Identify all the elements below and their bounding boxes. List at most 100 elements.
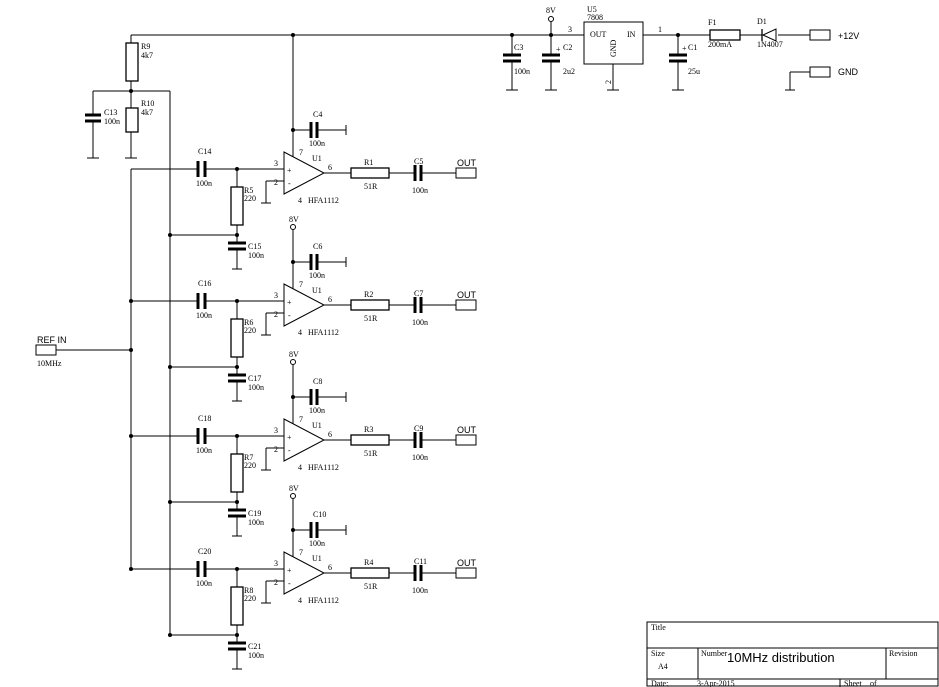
fuse-f1: [709, 29, 741, 41]
c1-plus: +: [682, 44, 687, 53]
cdec-ref: C4: [313, 110, 322, 119]
rb-value: 220: [244, 326, 256, 335]
opamp-part: HFA1112: [308, 463, 339, 472]
cin-value: 100n: [196, 579, 212, 588]
cdec-value: 100n: [309, 271, 325, 280]
cout-value: 100n: [412, 318, 428, 327]
c2-value: 2u2: [563, 67, 575, 76]
opamp-pin2: 2: [274, 578, 278, 587]
out-connector: [455, 167, 477, 179]
output-resistor: [350, 299, 390, 311]
cdec-ref: C6: [313, 242, 322, 251]
diode-d1: [761, 28, 777, 42]
cin-ref: C20: [198, 547, 211, 556]
out-connector: [455, 434, 477, 446]
title-block: Title Size A4 Number 10MHz distribution …: [646, 621, 939, 687]
c1-ref: C1: [688, 43, 697, 52]
rb-ref: R6: [244, 318, 253, 327]
rb-value: 220: [244, 194, 256, 203]
opamp-minus: -: [288, 579, 291, 588]
c3-value: 100n: [514, 67, 530, 76]
opamp-minus: -: [288, 311, 291, 320]
opamp-pin7: 7: [299, 548, 303, 557]
cdec-ref: C10: [313, 510, 326, 519]
out-label: OUT: [457, 290, 477, 300]
cout-ref: C7: [414, 289, 423, 298]
cin-ref: C16: [198, 279, 211, 288]
output-resistor: [350, 167, 390, 179]
ref-input: REF IN 10MHz: [35, 169, 133, 569]
op-amp-hfa1112: [283, 151, 326, 195]
stage-8v-label: 8V: [289, 215, 299, 224]
opamp-plus: +: [287, 298, 292, 307]
opamp-ref: U1: [312, 421, 322, 430]
cb-value: 100n: [248, 251, 264, 260]
cout-value: 100n: [412, 186, 428, 195]
opamp-part: HFA1112: [308, 596, 339, 605]
tb-number-label: Number: [701, 649, 728, 658]
power-supply: C3 100n + C2 2u2 U5 7808 3 1 OUT IN GND …: [503, 5, 859, 91]
opamp-pin4: 4: [298, 196, 302, 205]
ref-in-label: REF IN: [37, 335, 67, 345]
cdec-value: 100n: [309, 139, 325, 148]
connector-12v: [809, 29, 831, 41]
tb-sheet-label: Sheet: [844, 679, 863, 687]
rb-ref: R5: [244, 186, 253, 195]
vin-label: +12V: [838, 31, 859, 41]
output-resistor: [350, 434, 390, 446]
amp-stage: C16100nR6220C17100n+-32764U1HFA11128VC61…: [129, 215, 477, 402]
rout-value: 51R: [364, 582, 378, 591]
opamp-pin6: 6: [328, 295, 332, 304]
cb-ref: C19: [248, 509, 261, 518]
opamp-pin2: 2: [274, 178, 278, 187]
opamp-minus: -: [288, 446, 291, 455]
opamp-pin7: 7: [299, 415, 303, 424]
cout-ref: C11: [414, 557, 427, 566]
opamp-plus: +: [287, 566, 292, 575]
amp-stage: C20100nR8220C21100n+-32764U1HFA11128VC10…: [129, 484, 477, 670]
bias-divider: R9 4k7 R10 4k7 C13 100n: [85, 35, 171, 636]
out-label: OUT: [457, 558, 477, 568]
cout-value: 100n: [412, 586, 428, 595]
cb-value: 100n: [248, 383, 264, 392]
ref-in-freq: 10MHz: [37, 359, 62, 368]
f1-ref: F1: [708, 18, 716, 27]
opamp-pin6: 6: [328, 563, 332, 572]
d1-value: 1N4007: [757, 40, 783, 49]
c13-ref: C13: [104, 108, 117, 117]
opamp-pin6: 6: [328, 430, 332, 439]
cout-value: 100n: [412, 453, 428, 462]
out-connector: [455, 567, 477, 579]
f1-value: 200mA: [708, 40, 732, 49]
amp-stage: C18100nR7220C19100n+-32764U1HFA11128VC81…: [129, 350, 477, 537]
out-label: OUT: [457, 425, 477, 435]
tb-of-label: of: [870, 679, 877, 687]
out-connector: [455, 299, 477, 311]
u5-value: 7808: [587, 13, 603, 22]
tb-revision-label: Revision: [889, 649, 917, 658]
c13-value: 100n: [104, 117, 120, 126]
rout-value: 51R: [364, 182, 378, 191]
opamp-pin6: 6: [328, 163, 332, 172]
cin-ref: C14: [198, 147, 211, 156]
u5-out-label: OUT: [590, 30, 607, 39]
opamp-minus: -: [288, 179, 291, 188]
c2-plus: +: [556, 45, 561, 54]
cout-ref: C9: [414, 424, 423, 433]
tb-size-value: A4: [658, 662, 668, 671]
tb-size-label: Size: [651, 649, 665, 658]
opamp-plus: +: [287, 166, 292, 175]
opamp-pin7: 7: [299, 148, 303, 157]
rb-ref: R7: [244, 453, 253, 462]
rout-ref: R4: [364, 558, 373, 567]
cout-ref: C5: [414, 157, 423, 166]
amplifier-stages: C14100nR5220C15100n+-32764U1HFA1112C4100…: [129, 35, 477, 670]
u5-in-label: IN: [627, 30, 636, 39]
cb-ref: C21: [248, 642, 261, 651]
opamp-part: HFA1112: [308, 328, 339, 337]
cin-value: 100n: [196, 311, 212, 320]
opamp-ref: U1: [312, 554, 322, 563]
r9-value: 4k7: [141, 51, 153, 60]
tb-title-label: Title: [651, 623, 666, 632]
